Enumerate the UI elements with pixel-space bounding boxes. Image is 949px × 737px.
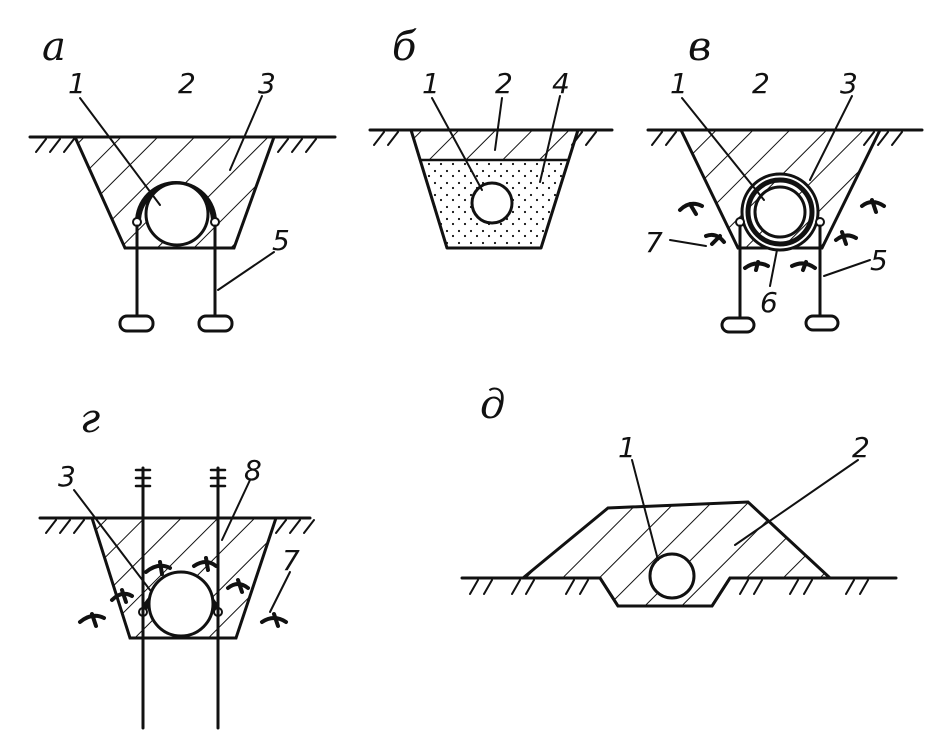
panel-v-label-5: 5 [870,244,888,277]
panel-g-rods [134,466,227,730]
panel-d-pipe [648,552,696,600]
panel-d-leaders [631,459,859,561]
panel-a-label-3: 3 [258,67,276,100]
panel-v-leaders [669,95,871,287]
panel-a-leaders [79,95,275,291]
panel-v-label-7: 7 [645,226,663,259]
panel-g-letter: г [80,396,100,442]
panel-v-label-3: 3 [840,67,858,100]
panel-d-letter: д [480,382,505,428]
panel-v-pipe [735,172,825,252]
panel-a-label-1: 1 [68,67,86,100]
panel-b-leaders [431,95,561,191]
panel-b-pipe [470,181,514,225]
panel-v-anchors [720,224,840,334]
panel-g-freeze-marks [78,556,288,628]
panel-b-label-4: 4 [552,67,570,100]
panel-v: в [645,24,924,334]
panel-d: д 1 2 [460,382,898,608]
panel-d-label-1: 1 [618,431,636,464]
panel-b-label-2: 2 [495,67,513,100]
panel-v-label-1: 1 [670,67,688,100]
panel-a: а 1 2 3 5 [28,24,337,333]
panel-b-label-1: 1 [422,67,440,100]
panel-d-label-2: 2 [852,431,870,464]
panel-b-letter: б [392,24,417,70]
panel-v-freeze-marks [678,198,886,272]
panel-g-pipe [138,570,223,638]
panel-b-trench-top [411,130,578,160]
panel-g-label-8: 8 [244,454,262,487]
panel-g-label-3: 3 [58,460,76,493]
panel-a-letter: а [42,24,66,70]
panel-g: г 3 8 [38,396,315,730]
panel-a-anchors [118,224,234,333]
panel-a-label-5: 5 [272,224,290,257]
panel-v-letter: в [688,24,711,70]
panel-g-leaders [73,479,291,613]
panel-v-label-6: 6 [760,286,778,319]
panel-a-label-2: 2 [178,67,196,100]
panel-g-label-7: 7 [282,544,300,577]
panel-v-label-2: 2 [752,67,770,100]
panel-b: б 1 2 4 [368,24,614,250]
